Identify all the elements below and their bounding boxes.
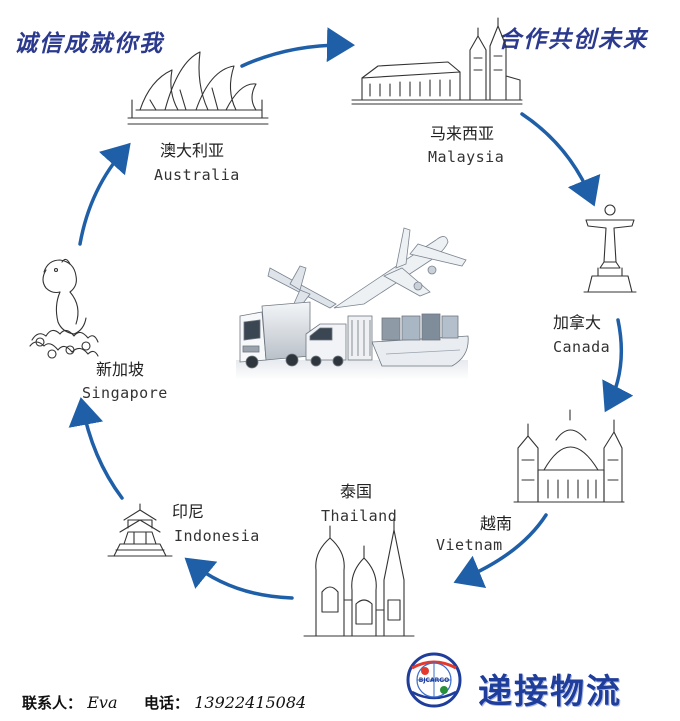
- cargo-ship: [371, 313, 469, 367]
- destination-indonesia: 印尼 Indonesia: [172, 498, 260, 545]
- arrow-indonesia-to-singapore: [68, 397, 124, 500]
- logo-text: BJCARGO: [418, 677, 450, 684]
- destination-singapore-en: Singapore: [82, 384, 168, 402]
- arrow-australia-to-malaysia: [240, 27, 355, 68]
- destination-canada: 加拿大 Canada: [553, 309, 610, 356]
- containers: [347, 315, 373, 361]
- destination-singapore-cn: 新加坡: [96, 360, 145, 379]
- contact-name: Eva: [87, 693, 118, 712]
- destination-thailand-en: Thailand: [321, 507, 398, 525]
- destination-australia-cn: 澳大利亚: [160, 141, 225, 160]
- destination-canada-en: Canada: [553, 338, 611, 356]
- slogan-left: 诚信成就你我: [14, 30, 164, 57]
- arrow-vietnam-to-thailand: [453, 513, 548, 589]
- destination-thailand: 泰国 Thailand: [321, 478, 397, 525]
- destination-thailand-cn: 泰国: [340, 482, 373, 501]
- arrow-canada-to-vietnam: [602, 318, 634, 413]
- destination-vietnam-en: Vietnam: [436, 536, 503, 554]
- destination-malaysia: 马来西亚 Malaysia: [428, 120, 505, 166]
- destination-malaysia-en: Malaysia: [428, 148, 505, 166]
- destination-canada-cn: 加拿大: [553, 313, 602, 332]
- destination-indonesia-en: Indonesia: [174, 527, 260, 545]
- contact-label: 联系人：: [22, 694, 83, 712]
- destination-vietnam-cn: 越南: [480, 514, 513, 533]
- destination-vietnam: 越南 Vietnam: [436, 510, 513, 554]
- destination-australia-en: Australia: [154, 166, 240, 184]
- destination-indonesia-cn: 印尼: [172, 502, 205, 521]
- cargo-van: [305, 323, 347, 367]
- slogan-right: 合作共创未来: [498, 26, 648, 53]
- arrow-thailand-to-indonesia: [184, 557, 294, 600]
- brand-name: 递接物流: [478, 672, 622, 712]
- destination-singapore: 新加坡 Singapore: [82, 356, 168, 402]
- arrow-malaysia-to-canada: [520, 112, 601, 207]
- destination-malaysia-cn: 马来西亚: [430, 124, 495, 143]
- large-airplane: [333, 227, 467, 309]
- phone-number: 13922415084: [194, 693, 307, 712]
- destination-australia: 澳大利亚 Australia: [154, 137, 240, 184]
- contact-line: 联系人： Eva 电话： 13922415084: [22, 692, 306, 713]
- phone-label: 电话：: [143, 694, 189, 712]
- arrow-singapore-to-australia: [78, 142, 131, 246]
